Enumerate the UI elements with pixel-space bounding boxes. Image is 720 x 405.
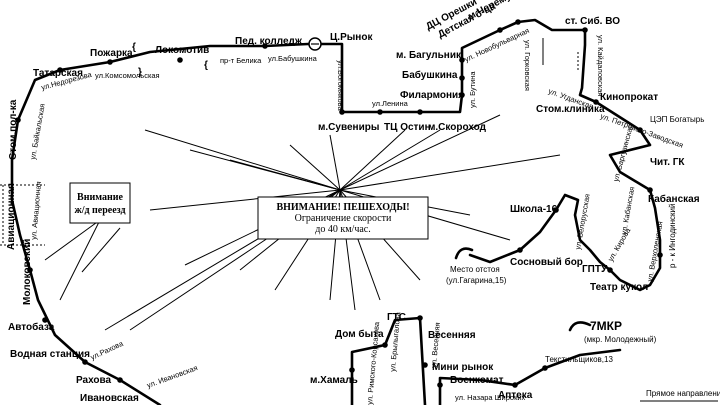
street-verkholenskaya: ул. Верхоленская xyxy=(645,221,664,283)
stop-stom-klinika: Стом.клиника xyxy=(536,104,605,115)
south-route-line xyxy=(350,316,427,405)
stop-suveniry: м.Сувениры xyxy=(318,122,379,133)
stop-gts: ГТС xyxy=(387,312,406,323)
stop-khamal: м.Хамаль xyxy=(310,375,358,386)
street-bogomyakova: ул.Богомякова xyxy=(336,60,345,112)
stop-ts-rynok: Ц.Рынок xyxy=(330,32,373,43)
mkr7-loop xyxy=(568,321,592,332)
street-kaydalovskaya: ул. Кайдаловская xyxy=(596,35,605,96)
rail-crossing-title: Внимание xyxy=(77,192,123,203)
street-butina: ул. Бутина xyxy=(468,71,477,108)
legend-forward: Прямое направление xyxy=(646,389,720,398)
stop-pozharka: Пожарка xyxy=(90,48,133,59)
ped-warning-line2: до 40 км/час. xyxy=(315,224,370,235)
bracket-left: { xyxy=(132,42,136,53)
stop-tatarskaya: Татарская xyxy=(33,68,83,79)
stop-tekstilshchikov: Текстильщиков,13 xyxy=(545,355,613,364)
rail-crossing-box xyxy=(69,182,131,224)
street-baykalskaya: ул. Байкальская xyxy=(28,103,47,160)
main-route-line xyxy=(10,18,662,405)
stop-vesennyaya: Весенняя xyxy=(428,330,476,341)
street-ivanovskaya: ул. Ивановская xyxy=(146,363,199,390)
stop-tsep-bogatyr: ЦЭП Богатырь xyxy=(650,115,704,124)
stop-mkr7-sub: (мкр. Молодежный) xyxy=(584,335,657,344)
ped-warning-line1: Ограничение скорости xyxy=(295,213,392,224)
stop-voenkomat: Военкомат xyxy=(450,375,504,386)
street-gorkovskaya: ул. Горковская xyxy=(523,40,532,91)
street-babushkina: ул.Бабушкина xyxy=(268,54,318,63)
bracket-belika: { xyxy=(204,60,208,71)
stop-skorokhod: м.Скороход xyxy=(428,122,487,133)
stop-kinoprokat: Кинопрокат xyxy=(600,92,658,103)
stop-gptu: ГПТУ xyxy=(582,264,608,275)
stop-dots xyxy=(15,19,663,388)
stop-ingodinsky: р - к Ингодинский xyxy=(668,204,677,268)
stop-aviatsionnaya: Авиационная xyxy=(6,183,17,250)
stop-sosnovy-bor: Сосновый бор xyxy=(510,256,583,268)
mesto-otstoya-sub: (ул.Гагарина,15) xyxy=(446,276,507,285)
street-aviatsionnaya: ул. Авиационная xyxy=(29,181,43,240)
stop-dom-byta: Дом быта xyxy=(335,328,384,340)
stop-stom-pol: Стом.пол-ка xyxy=(8,99,19,160)
stop-vodnaya: Водная станция xyxy=(10,349,90,360)
stop-mkr7: 7МКР xyxy=(590,319,622,333)
stop-molokovka: Молоковский xyxy=(22,239,33,305)
rail-crossing-text: ж/д переезд xyxy=(74,205,125,216)
stop-rakhova: Рахова xyxy=(76,375,112,386)
street-kabanskaya: ул. Кабанская xyxy=(619,186,636,235)
street-rakhova: ул.Рахова xyxy=(89,339,125,362)
stop-chit-gk: Чит. ГК xyxy=(650,157,685,168)
stop-teatr-kukol: Театр кукол xyxy=(590,282,648,293)
stop-sib-vo: ст. Сиб. ВО xyxy=(565,15,620,27)
street-nazara: ул. Назара Широких xyxy=(455,393,526,402)
stop-lokomotiv: Локомотив xyxy=(155,45,209,56)
street-komsomolskaya: ул.Комсомольская xyxy=(95,71,160,80)
ped-warning-title: ВНИМАНИЕ! ПЕШЕХОДЫ! xyxy=(276,202,409,213)
street-vesennyaya: ул. Весенняя xyxy=(429,322,442,368)
stop-apteka: Аптека xyxy=(498,390,533,401)
stop-filarmoniya: Филармония xyxy=(400,90,464,101)
pedestrian-warning-box xyxy=(257,196,429,240)
stop-ivanovskaya: Ивановская xyxy=(80,393,139,404)
street-lenina: ул.Ленина xyxy=(372,99,409,108)
stop-shkola16: Школа-16 xyxy=(510,204,558,215)
stop-avtobaza: Автобаза xyxy=(8,321,55,333)
otstoy-loop xyxy=(454,247,474,260)
bracket-right: } xyxy=(138,67,142,78)
mesto-otstoya: Место отстоя xyxy=(450,265,500,274)
stop-ped-college: Пед. колледж xyxy=(235,36,303,47)
stop-bagulnik: м. Багульник xyxy=(396,50,462,61)
stop-tts-ostin: ТЦ Остин xyxy=(384,122,431,133)
stop-babushkina: Бабушкина xyxy=(402,69,458,81)
stop-kabanskaya: Кабанская xyxy=(648,193,700,205)
street-belika: пр-т Белика xyxy=(220,56,262,65)
stop-mini-rynok: Мини рынок xyxy=(432,362,494,373)
